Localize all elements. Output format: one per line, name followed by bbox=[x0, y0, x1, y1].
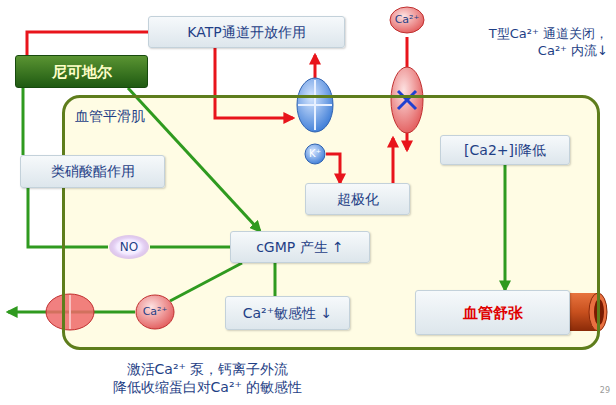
connector bbox=[274, 263, 277, 296]
process-box: KATP通道开放作用 bbox=[148, 16, 345, 48]
process-box: 超极化 bbox=[305, 183, 410, 215]
drug-box: 尼可地尔 bbox=[15, 55, 148, 88]
node-text: Ca²⁺ bbox=[395, 13, 420, 26]
efflux-arrow bbox=[314, 55, 317, 78]
circle-shape bbox=[305, 144, 325, 164]
circle-shape bbox=[109, 235, 149, 259]
ion-circle: Ca²⁺ bbox=[389, 6, 425, 34]
closing-arrow bbox=[392, 138, 395, 183]
closed-mark bbox=[398, 91, 416, 109]
ca-pump bbox=[46, 294, 94, 330]
connector bbox=[22, 88, 25, 155]
process-box: 类硝酸酯作用 bbox=[20, 155, 165, 188]
node-text: NO bbox=[120, 240, 138, 254]
pump-pore bbox=[69, 295, 71, 329]
node-text: 血管舒张 bbox=[463, 304, 523, 322]
process-box: [Ca2+]i降低 bbox=[440, 135, 570, 165]
molecule-circle: NO bbox=[108, 234, 150, 260]
node-text: [Ca2+]i降低 bbox=[464, 142, 546, 159]
node-text: cGMP 产生 ↑ bbox=[256, 239, 344, 256]
ca-channel bbox=[391, 67, 423, 133]
node-text: Ca²⁺ bbox=[143, 305, 168, 318]
ion-circle: K⁺ bbox=[304, 143, 326, 165]
channel-pore bbox=[298, 104, 332, 106]
connector bbox=[27, 32, 148, 55]
result-box: 血管舒张 bbox=[415, 290, 570, 335]
node-text: 超极化 bbox=[337, 191, 379, 208]
node-text: 尼可地尔 bbox=[52, 63, 112, 81]
muscle-region: 血管平滑肌 K⁺ 超极化 [Ca2+]i降低 NO cGMP 产生 ↑ Ca²⁺ Ca²⁺敏感… bbox=[62, 95, 600, 350]
node-text: Ca²⁺敏感性 ↓ bbox=[243, 305, 333, 322]
node-text: K⁺ bbox=[309, 148, 321, 160]
muscle-fill bbox=[64, 97, 598, 348]
node-text: 血管平滑肌 bbox=[75, 108, 145, 125]
connector bbox=[150, 246, 230, 249]
pump-note: 激活Ca²⁺ 泵，钙离子外流 降低收缩蛋白对Ca²⁺ 的敏感性 bbox=[105, 360, 310, 396]
connector bbox=[504, 165, 507, 290]
process-box: cGMP 产生 ↑ bbox=[230, 231, 370, 263]
page-number: 29 bbox=[590, 386, 610, 396]
closed-mark bbox=[398, 91, 416, 109]
circle-shape bbox=[136, 295, 174, 329]
activation-arrow bbox=[215, 48, 293, 118]
node-text: KATP通道开放作用 bbox=[187, 24, 305, 41]
katp-channel bbox=[297, 78, 333, 132]
node-text: 类硝酸酯作用 bbox=[51, 163, 135, 180]
ion-circle: Ca²⁺ bbox=[135, 294, 175, 330]
circle-shape bbox=[390, 7, 424, 33]
connector bbox=[326, 154, 340, 183]
connector bbox=[28, 188, 108, 247]
process-box: Ca²⁺敏感性 ↓ bbox=[225, 296, 350, 330]
channel-note: T型Ca²⁺ 通道关闭， Ca²⁺ 内流↓ bbox=[462, 26, 608, 60]
